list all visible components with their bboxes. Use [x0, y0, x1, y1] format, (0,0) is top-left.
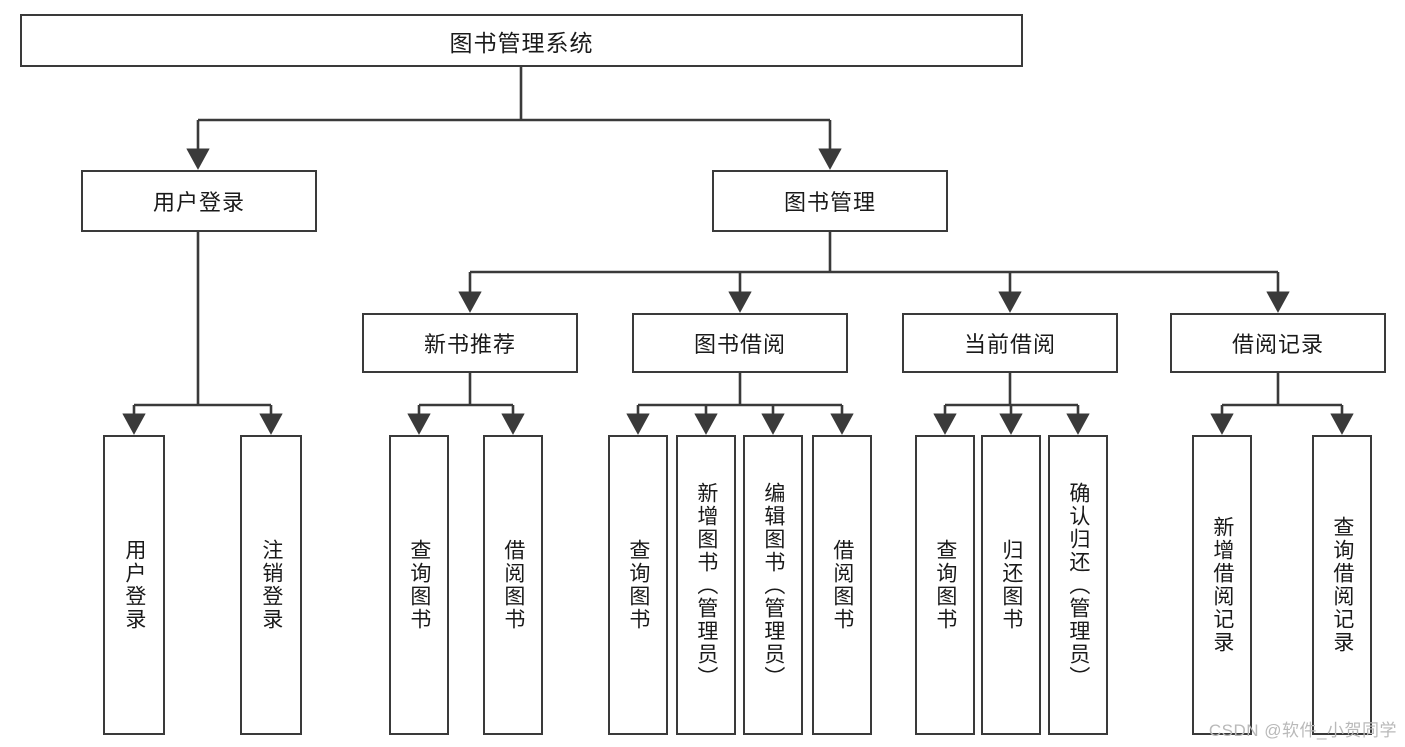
node-borrow-record[interactable]: 借阅记录 [1170, 313, 1386, 373]
leaf-current-borrow-confirm-return[interactable]: 确认归还（管理员） [1048, 435, 1108, 735]
leaf-new-book-borrow[interactable]: 借阅图书 [483, 435, 543, 735]
leaf-book-borrow-edit[interactable]: 编辑图书（管理员） [743, 435, 803, 735]
node-label: 借阅图书 [501, 539, 525, 631]
node-label: 编辑图书（管理员） [761, 481, 785, 689]
leaf-new-book-query[interactable]: 查询图书 [389, 435, 449, 735]
node-label: 查询借阅记录 [1330, 516, 1354, 654]
node-label: 用户登录 [122, 539, 146, 631]
node-label: 当前借阅 [963, 332, 1056, 357]
leaf-borrow-record-query[interactable]: 查询借阅记录 [1312, 435, 1372, 735]
node-label: 图书管理系统 [449, 29, 594, 56]
leaf-user-login-logout[interactable]: 注销登录 [240, 435, 302, 735]
leaf-current-borrow-query[interactable]: 查询图书 [915, 435, 975, 735]
node-label: 图书借阅 [693, 332, 786, 357]
node-label: 借阅图书 [830, 539, 854, 631]
node-new-book-recommend[interactable]: 新书推荐 [362, 313, 578, 373]
node-label: 查询图书 [407, 539, 431, 631]
csdn-watermark: CSDN @软件_小贺同学 [1208, 721, 1397, 740]
leaf-user-login-login[interactable]: 用户登录 [103, 435, 165, 735]
node-label: 新增借阅记录 [1210, 516, 1234, 654]
node-label: 新书推荐 [423, 332, 516, 357]
node-label: 归还图书 [999, 539, 1023, 631]
node-label: 注销登录 [259, 539, 283, 631]
node-label: 确认归还（管理员） [1066, 481, 1090, 689]
node-label: 借阅记录 [1231, 332, 1324, 357]
node-label: 图书管理 [783, 190, 876, 215]
leaf-book-borrow-query[interactable]: 查询图书 [608, 435, 668, 735]
node-current-borrow[interactable]: 当前借阅 [902, 313, 1118, 373]
leaf-book-borrow-borrow[interactable]: 借阅图书 [812, 435, 872, 735]
node-book-management[interactable]: 图书管理 [712, 170, 948, 232]
node-root-book-management-system[interactable]: 图书管理系统 [20, 14, 1023, 67]
node-label: 查询图书 [933, 539, 957, 631]
node-user-login[interactable]: 用户登录 [81, 170, 317, 232]
node-label: 用户登录 [152, 190, 245, 215]
node-book-borrow[interactable]: 图书借阅 [632, 313, 848, 373]
leaf-current-borrow-return[interactable]: 归还图书 [981, 435, 1041, 735]
node-label: 新增图书（管理员） [694, 481, 718, 689]
node-label: 查询图书 [626, 539, 650, 631]
leaf-book-borrow-add[interactable]: 新增图书（管理员） [676, 435, 736, 735]
leaf-borrow-record-add[interactable]: 新增借阅记录 [1192, 435, 1252, 735]
